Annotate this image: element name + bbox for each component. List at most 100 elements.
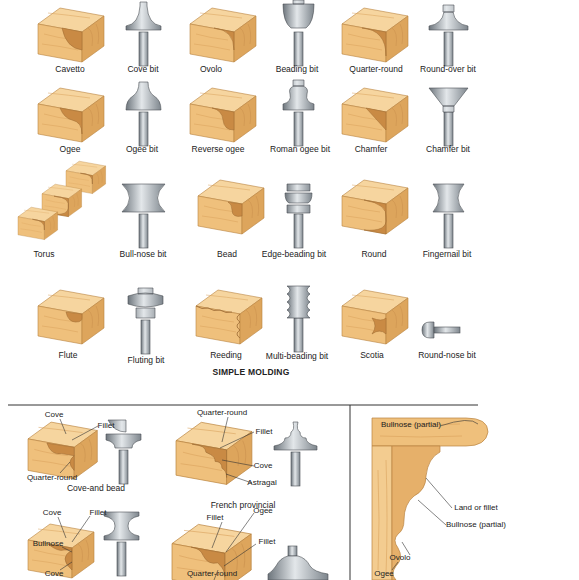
bit-shank [139,32,148,66]
profile-cut [196,306,240,338]
profile-cut [228,202,242,216]
wood-block [176,422,252,484]
bit-shank [444,32,453,66]
wood-block [28,422,97,479]
bit-name: Edge-beading bit [262,249,326,259]
wood-block [190,88,256,142]
rail-piece [372,418,488,446]
bit-cutter [429,88,468,112]
profile-cut [32,219,44,230]
part-callout: Quarter-round [197,408,247,418]
molding-block [342,180,408,234]
bit-name: Fluting bit [128,355,165,365]
part-callout: Ogee [374,569,394,579]
molding-block [18,207,58,239]
wood-block [38,88,104,142]
leader-line [222,417,228,442]
router-bit [126,2,161,66]
router-bit [283,80,314,146]
bit-cutter [268,556,328,580]
frame-molding [372,418,488,580]
profile-name: Round [361,249,386,259]
wood-block [342,88,408,142]
molding-block [342,290,408,344]
bit-name: Chamfer bit [426,144,470,154]
bit-name: Round-over bit [420,64,476,74]
section-heading: SIMPLE MOLDING [213,367,290,377]
profile-name: Reeding [210,350,242,360]
bit-shank [117,542,126,576]
part-callout: Cove [43,508,62,518]
wood-block [38,8,104,62]
profile-name: Ovolo [200,64,222,74]
leader-line [72,426,98,440]
bit-shank [444,112,453,146]
router-bit [429,88,468,146]
part-callout: Cove [254,461,273,471]
wood-block [172,524,251,580]
bit-cutter [283,80,314,110]
part-callout: Quarter-round [27,473,77,483]
bit-name: Cove bit [127,64,158,74]
profile-cut [80,173,92,184]
part-callout: Fillet [207,513,224,523]
leader-line [224,544,256,566]
bit-shank [119,450,128,484]
router-bit [128,288,163,354]
molding-block [38,290,104,344]
wood-block [342,290,408,344]
molding-block [172,524,251,580]
divider-line [350,405,351,580]
profile-cut [362,28,386,56]
leader-lines [58,417,478,580]
profile-name: Bead [217,249,237,259]
bit-name: Ogee bit [126,144,158,154]
router-bit [429,5,468,66]
profile-name: Quarter-round [349,64,402,74]
wood-block [190,8,256,62]
leader-line [418,500,446,525]
wood-block [196,290,262,344]
bit-cutter [287,286,310,318]
router-bit [268,546,328,580]
bit-name: Bull-nose bit [120,249,167,259]
bit-cutter [126,2,161,30]
part-callout: Land or fillet [454,503,498,513]
bit-cutter [422,322,434,338]
wood-block [342,180,408,234]
molding-block [190,88,256,142]
bit-shank [139,214,148,248]
molding-block [176,422,252,484]
part-callout: Bullnose (partial) [381,420,441,430]
profile-cut [212,108,234,130]
molding-block [342,88,408,142]
profile-name: Cavetto [55,64,84,74]
profile-cut [214,28,234,50]
bit-cutter [122,184,165,212]
router-bit [104,512,139,576]
leader-line [426,478,452,508]
bit-shank [294,318,303,352]
profile-cut [372,318,386,334]
molding-block [38,88,104,142]
molding-block [28,422,97,479]
profile-cut [60,108,82,134]
wood-block [342,8,408,62]
profile-name: Scotia [360,350,384,360]
profile-name: Cove-and bead [67,483,125,493]
bit-shank [434,327,460,333]
bit-name: Multi-beading bit [266,351,328,361]
leader-line [220,432,254,448]
molding-block [190,8,256,62]
molding-block [196,290,262,344]
profile-name: Flute [59,350,78,360]
molding-block [342,8,408,62]
bit-cutter [285,184,312,213]
leader-line [72,516,90,542]
wood-block [28,524,94,578]
stile-piece [372,446,392,580]
profile-cut [47,443,74,470]
profile-cut [366,108,386,130]
